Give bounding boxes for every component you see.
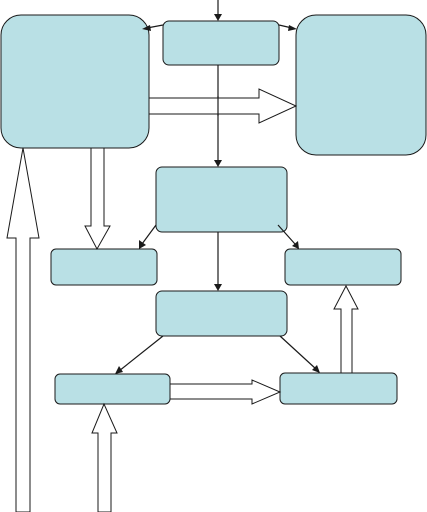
mid-left-box [50,248,158,286]
connector-middle-to-mid-left [141,224,157,245]
mid-right-box [284,248,402,286]
right-large-box [295,14,427,156]
connector-middle-to-mid-left-head [139,240,146,249]
connector-lower-to-bottom-right-head [312,365,320,373]
connector-lower-to-bottom-right [279,335,317,370]
connector-middle-to-mid-right [277,224,296,245]
hollow-arrow-up-to-bottom-left [91,402,118,512]
connector-middle-to-lower-head [214,284,222,291]
hollow-arrow-down-to-mid-left [84,147,111,251]
left-large-box [0,14,150,149]
connector-top-to-left-head [142,25,151,31]
connector-top-to-right-head [288,25,297,31]
connector-lower-to-bottom-left-head [115,366,123,374]
hollow-arrow-up-to-left-large [6,147,40,512]
bottom-left-box [54,373,171,405]
top-center-box [162,20,280,66]
middle-box [155,166,288,233]
connector-middle-to-mid-right-head [292,241,299,249]
hollow-arrow-bottom-left-to-bottom-right [169,379,282,405]
connector-lower-to-bottom-left [118,335,164,372]
hollow-arrow-up-to-mid-right [333,284,359,374]
incoming-top-arrowhead [214,14,222,21]
lower-center-box [155,290,288,337]
bottom-right-box [279,372,398,405]
hollow-arrow-left-to-right [148,88,298,124]
connector-top-to-middle-head [214,160,222,167]
